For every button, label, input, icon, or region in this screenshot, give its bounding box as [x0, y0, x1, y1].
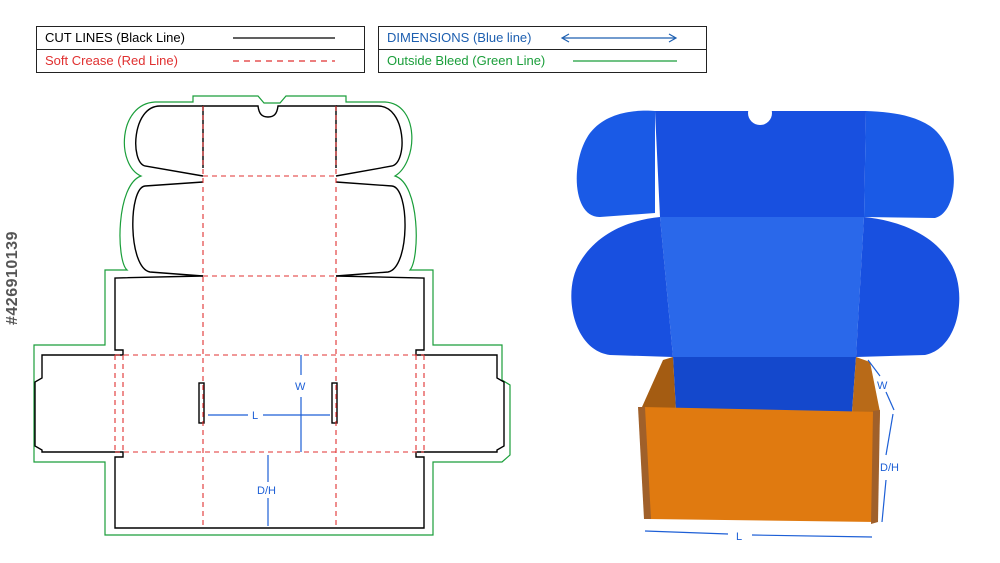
- stock-id-number: #426910139: [4, 231, 21, 325]
- legend-cut-label: CUT LINES (Black Line): [45, 30, 185, 45]
- mid-left-ear: [571, 217, 673, 357]
- top-left-ear-cut: [135, 105, 204, 177]
- legend-row-dimensions: DIMENSIONS (Blue line): [379, 27, 706, 49]
- legend-row-cut: CUT LINES (Black Line): [37, 27, 364, 49]
- lid-top-panel: [655, 111, 866, 217]
- top-right-ear-cut: [335, 105, 403, 177]
- legend-crease-label: Soft Crease (Red Line): [45, 53, 178, 68]
- mockup-dim-depth-b: [881, 479, 887, 523]
- dimension-line-swatch: [560, 33, 678, 43]
- stock-id-watermark: #426910139: [4, 231, 22, 325]
- legend-row-crease: Soft Crease (Red Line): [37, 49, 364, 72]
- mid-right-ear-cut: [335, 181, 406, 277]
- dim-depth-label: D/H: [257, 485, 276, 497]
- legend-row-bleed: Outside Bleed (Green Line): [379, 49, 706, 72]
- dim-length-label: L: [252, 410, 258, 422]
- front-left-edge: [638, 407, 651, 519]
- bleed-line-swatch: [573, 60, 677, 62]
- front-panel: [642, 407, 880, 522]
- lid-notch: [748, 101, 772, 125]
- right-side-face: [871, 410, 880, 524]
- inner-right-wall: [852, 357, 880, 412]
- inner-left-wall: [642, 357, 676, 412]
- body-outline-cut: [34, 275, 505, 529]
- dim-width-label: W: [295, 381, 306, 393]
- left-slot-cut: [198, 382, 205, 424]
- mockup-length-label: L: [736, 531, 742, 543]
- outside-bleed-line: [33, 95, 511, 536]
- mockup-dim-length-b: [751, 534, 873, 538]
- mid-right-ear: [856, 217, 960, 357]
- cut-line-swatch: [233, 37, 335, 39]
- lid-right-ear: [864, 111, 954, 218]
- legend-left: CUT LINES (Black Line) Soft Crease (Red …: [36, 26, 365, 73]
- mockup-depth-label: D/H: [880, 462, 899, 474]
- mockup-dim-width-a: [867, 359, 881, 377]
- mockup-dim-length-a: [644, 530, 729, 535]
- dimension-lines: [208, 355, 330, 526]
- mockup-width-label: W: [877, 380, 888, 392]
- legend-right: DIMENSIONS (Blue line) Outside Bleed (Gr…: [378, 26, 707, 73]
- cut-lines: [34, 105, 505, 529]
- right-slot-cut: [331, 382, 338, 424]
- mid-left-ear-cut: [132, 181, 204, 277]
- mockup-dimension-lines: [644, 359, 895, 538]
- mockup-dim-width-b: [885, 391, 895, 411]
- crease-lines: [114, 106, 425, 528]
- inner-floor: [673, 357, 856, 412]
- back-panel: [660, 217, 864, 357]
- top-lid-cut: [202, 105, 337, 168]
- mockup-dim-depth-a: [885, 413, 894, 456]
- lid-left-ear: [576, 110, 655, 218]
- legend-dimensions-label: DIMENSIONS (Blue line): [387, 30, 532, 45]
- crease-line-swatch: [233, 60, 335, 62]
- box-3d-mockup: W D/H L: [571, 101, 960, 543]
- legend-bleed-label: Outside Bleed (Green Line): [387, 53, 546, 68]
- dieline-flat-template: L W D/H: [33, 95, 511, 536]
